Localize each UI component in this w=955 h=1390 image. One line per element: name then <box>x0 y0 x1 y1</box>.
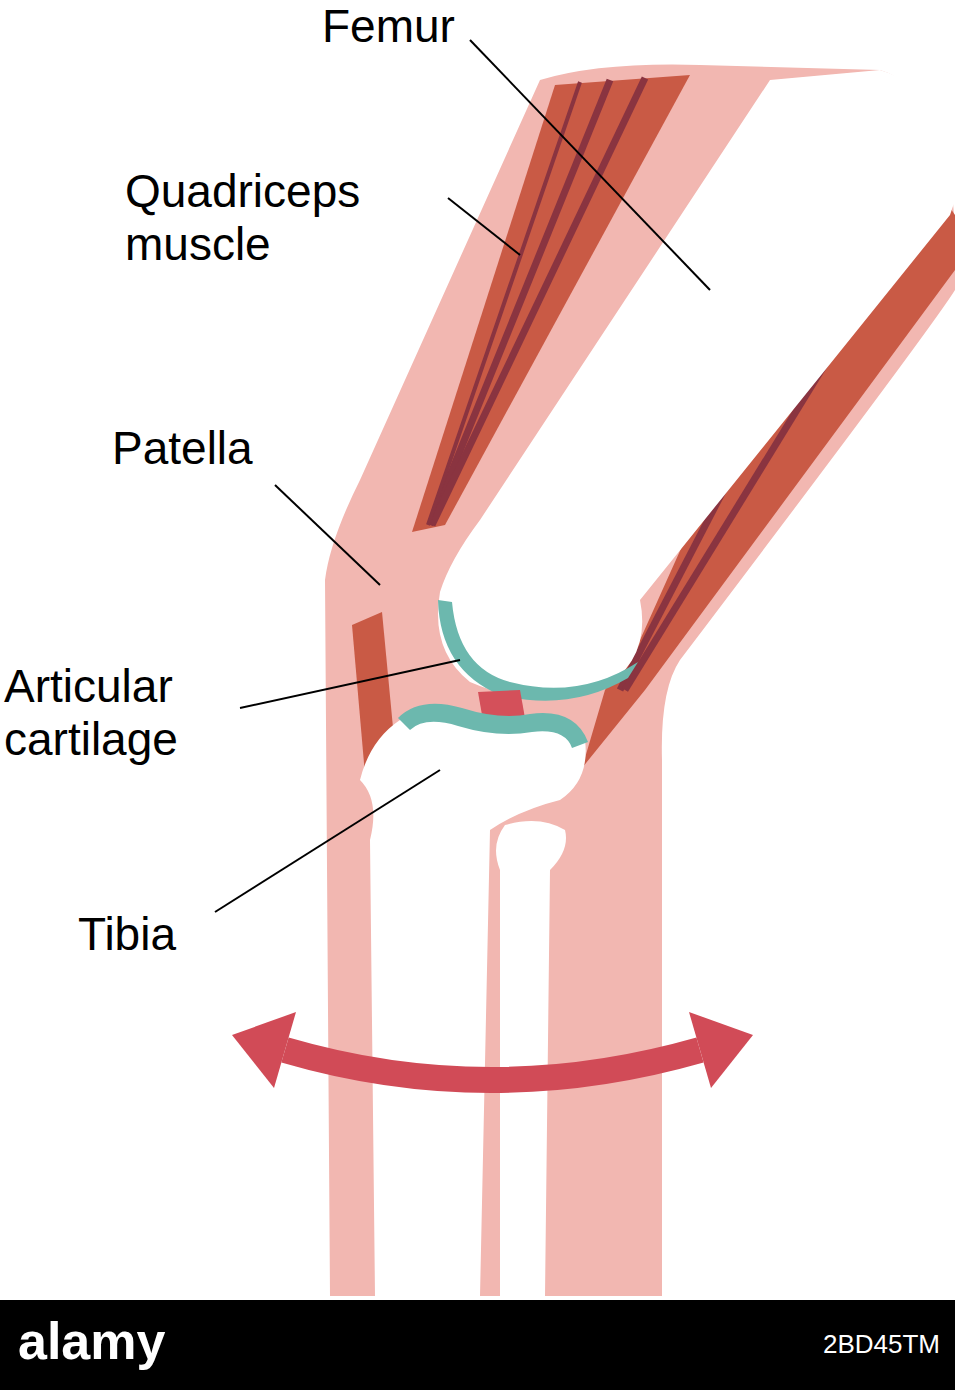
leader-line <box>470 40 710 290</box>
femur-bone <box>438 70 955 699</box>
femoral-cartilage <box>438 600 638 701</box>
rotation-arrow <box>285 1050 700 1080</box>
watermark-text: 2BD45TM <box>760 1330 940 1360</box>
leg-outline <box>325 65 955 1296</box>
part-label: Femur <box>322 0 522 53</box>
watermark-text: alamy <box>18 1312 218 1372</box>
part-label: Patella <box>112 422 312 475</box>
leader-line <box>448 198 520 255</box>
part-label: Articular cartilage <box>4 660 236 766</box>
fibula-bone <box>496 821 566 1296</box>
leader-line <box>215 770 440 912</box>
leader-line <box>240 660 460 708</box>
arrow-head <box>232 1012 296 1088</box>
part-label: Tibia <box>78 908 228 961</box>
arrow-head <box>689 1012 753 1088</box>
watermark-bar <box>0 1300 955 1390</box>
tibia-bone <box>360 708 586 1297</box>
tibial-cartilage <box>398 704 588 748</box>
part-label: Quadriceps muscle <box>125 165 425 271</box>
leader-line <box>275 485 380 585</box>
